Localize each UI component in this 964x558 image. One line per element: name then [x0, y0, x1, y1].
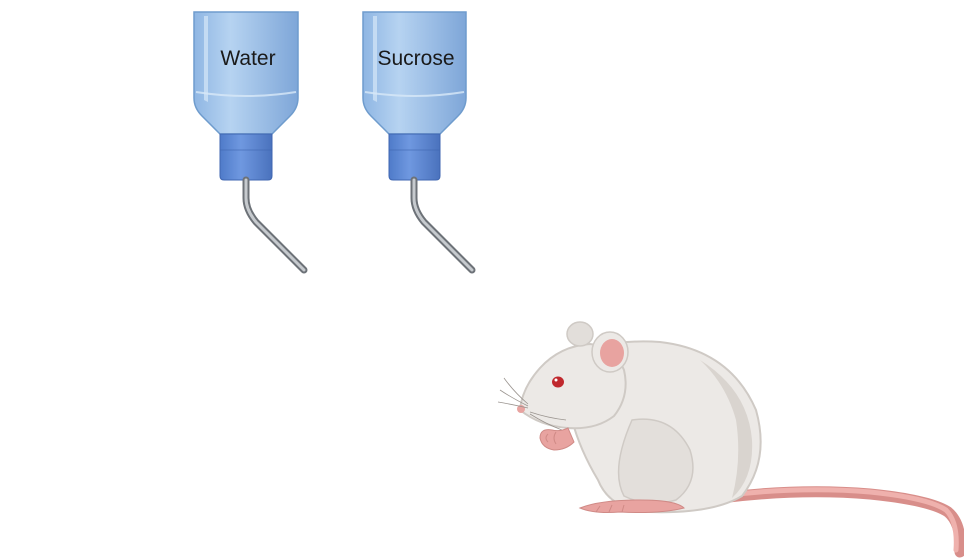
mouse-eye-icon [552, 377, 564, 388]
sucrose-bottle-label: Sucrose [377, 47, 454, 70]
water-bottle-label: Water [220, 47, 275, 70]
mouse-icon [498, 322, 960, 552]
